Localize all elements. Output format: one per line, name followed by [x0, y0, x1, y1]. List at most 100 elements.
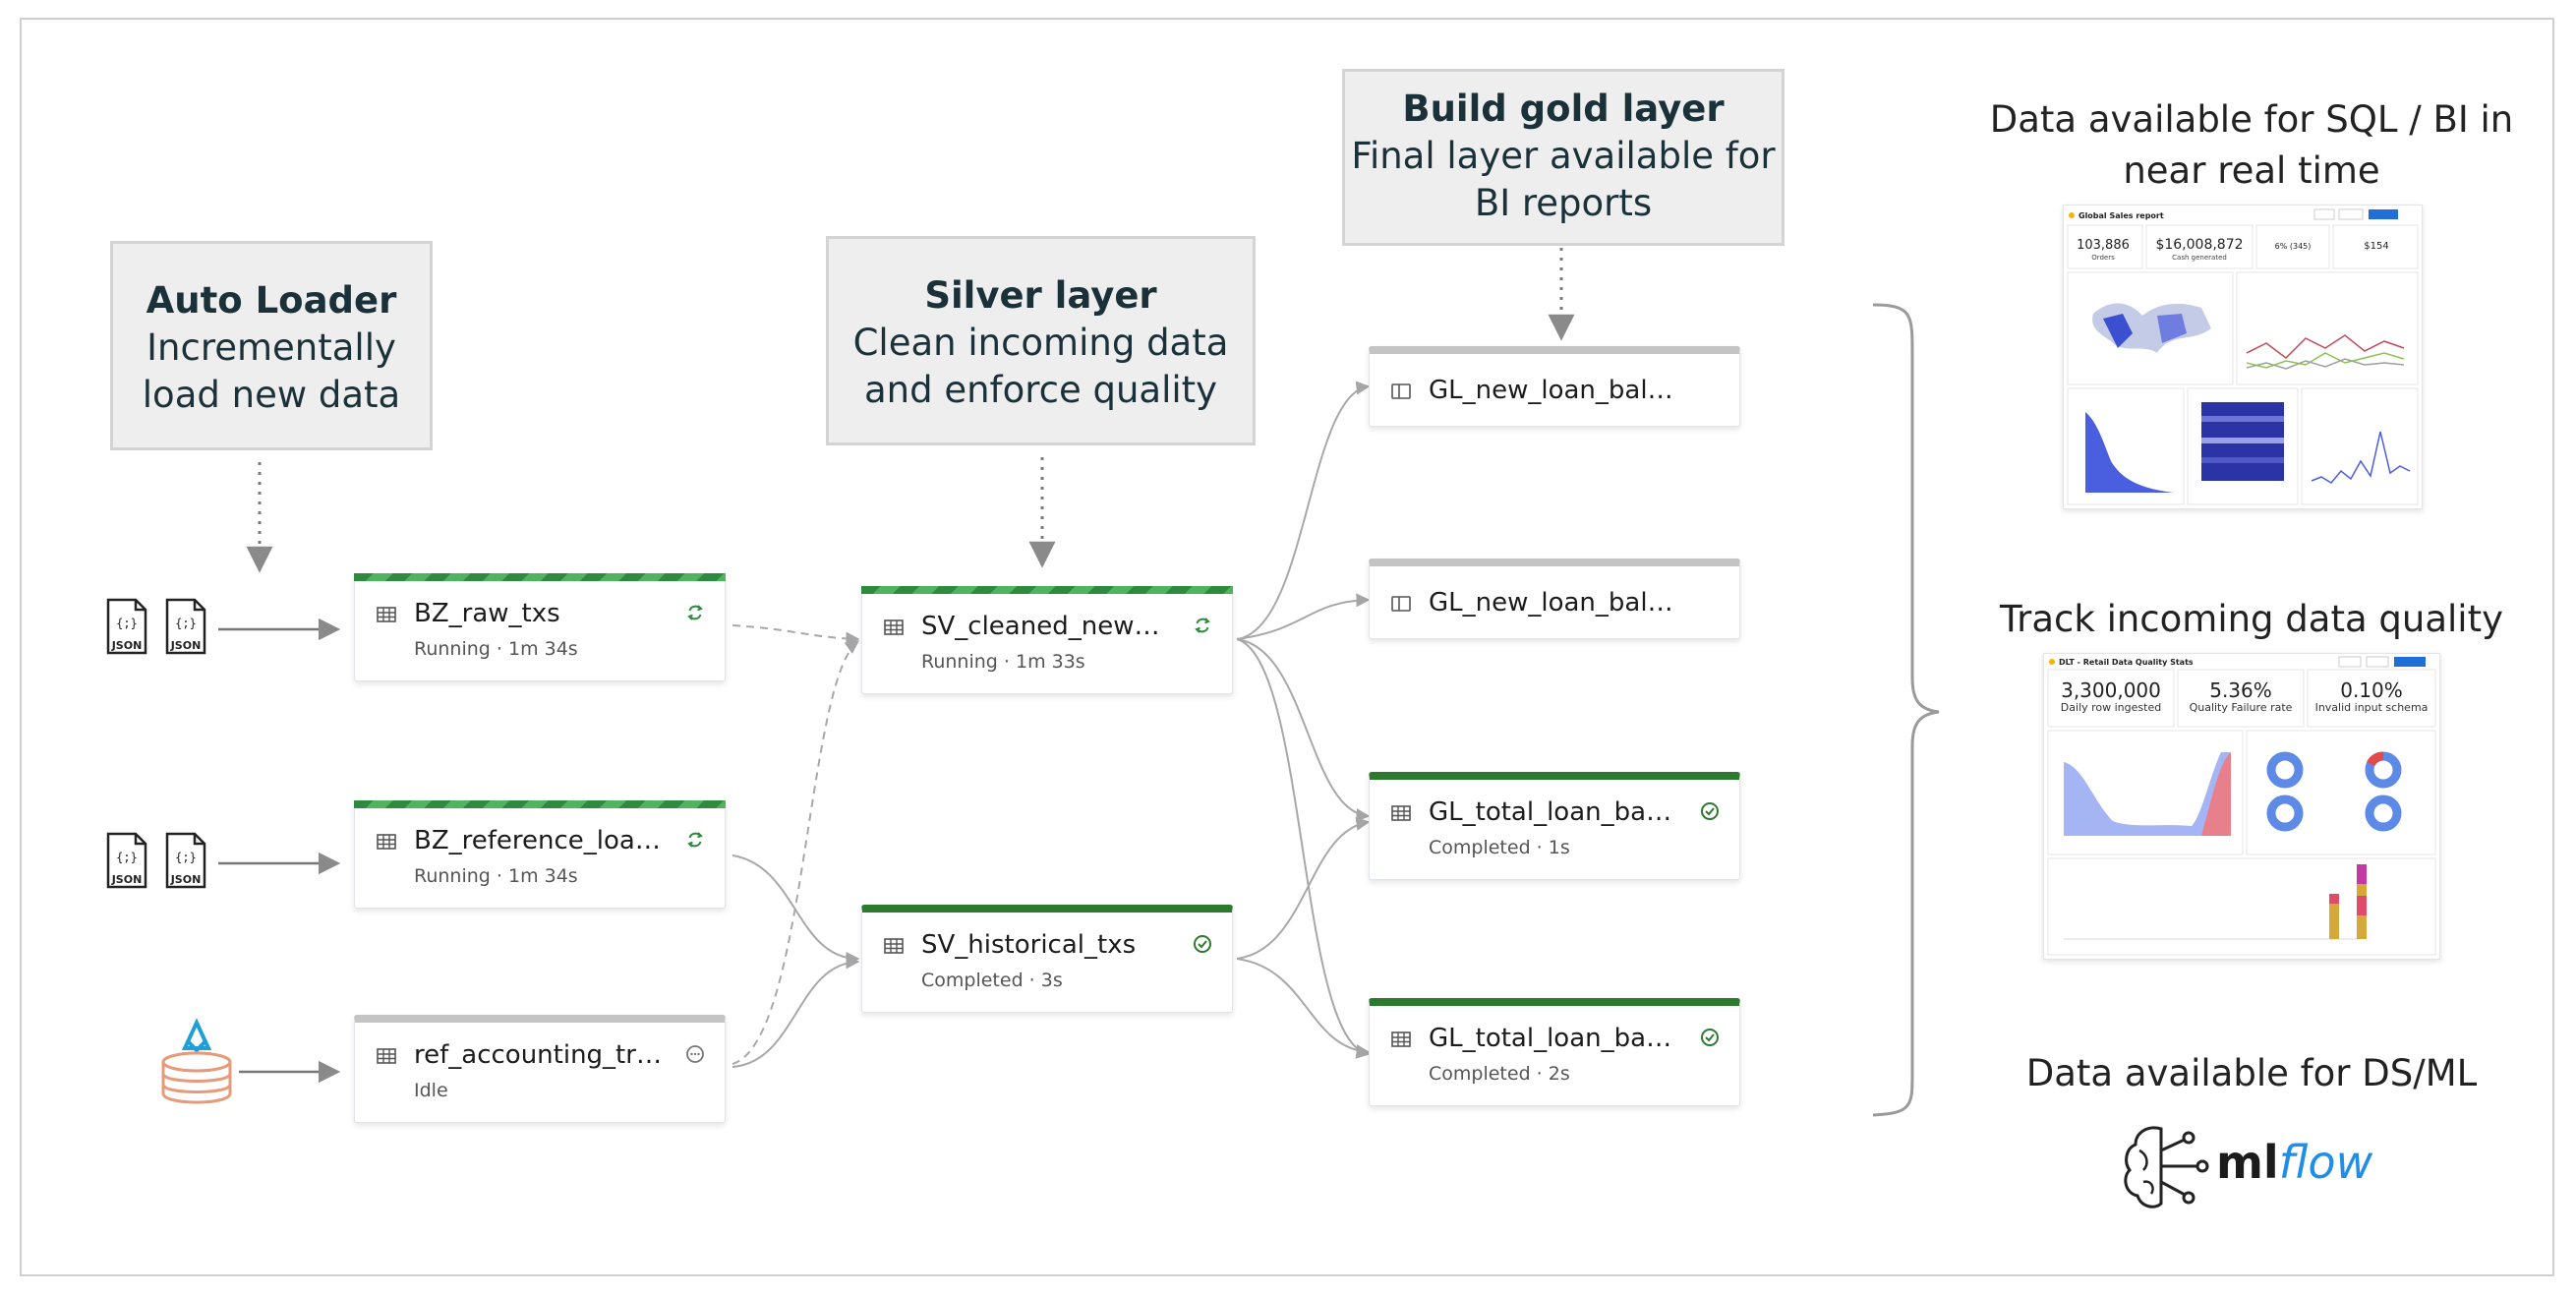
svg-text:{;}: {;} [116, 617, 138, 630]
svg-text:$16,008,872: $16,008,872 [2155, 237, 2243, 253]
node-status: Completed · 3s [921, 970, 1063, 991]
mlflow-logo-ml: ml [2216, 1136, 2279, 1189]
svg-text:6% (345): 6% (345) [2275, 242, 2312, 251]
node-name: GL_new_loan_bal… [1429, 376, 1673, 405]
sales-report-thumbnail[interactable]: Global Sales report 103,886 Orders $16,0… [2063, 205, 2423, 509]
callout-title: Auto Loader [146, 279, 397, 322]
brain-icon [2124, 1126, 2209, 1208]
view-icon [1391, 383, 1411, 399]
edge-ref-to-cleaned [732, 640, 860, 1065]
diagram-frame [20, 18, 2554, 1276]
check-circle-icon [1700, 801, 1720, 821]
quality-title: Track incoming data quality [2000, 598, 2503, 640]
table-icon [884, 619, 904, 635]
edge-cleaned-to-gl3 [1236, 638, 1371, 822]
table-icon [377, 607, 396, 622]
node-status: Running · 1m 34s [414, 865, 578, 887]
svg-text:Global Sales report: Global Sales report [2078, 211, 2164, 220]
edge-cleaned-to-gl2 [1236, 593, 1371, 640]
edge-raw-to-cleaned [732, 624, 860, 646]
check-circle-icon [1193, 934, 1212, 954]
json-label: JSON [170, 873, 202, 886]
node-name: GL_new_loan_bal… [1429, 588, 1673, 618]
view-icon [1391, 596, 1411, 612]
callout-title: Silver layer [924, 274, 1157, 317]
node-name: ref_accounting_tr… [414, 1040, 662, 1070]
quality-report-thumbnail[interactable]: DLT - Retail Data Quality Stats 3,300,00… [2043, 653, 2440, 960]
node-name: SV_cleaned_new… [921, 612, 1160, 641]
pipeline-node[interactable]: ref_accounting_tr… Idle [354, 1015, 726, 1123]
check-circle-icon [1700, 1028, 1720, 1047]
svg-text:103,886: 103,886 [2077, 238, 2130, 253]
edge-cleaned-to-gl1 [1236, 381, 1371, 640]
svg-text:Quality Failure rate: Quality Failure rate [2190, 701, 2293, 714]
svg-text:Invalid input schema: Invalid input schema [2315, 701, 2429, 714]
svg-text:0.10%: 0.10% [2340, 678, 2403, 702]
table-icon [377, 834, 396, 850]
ml-title: Data available for DS/ML [2025, 1052, 2478, 1094]
json-label: JSON [111, 639, 143, 652]
table-icon [1391, 805, 1411, 821]
svg-text:DLT - Retail Data Quality Stat: DLT - Retail Data Quality Stats [2059, 658, 2194, 667]
svg-text:Daily row ingested: Daily row ingested [2061, 701, 2161, 714]
svg-text:3,300,000: 3,300,000 [2061, 678, 2161, 702]
node-name: BZ_reference_loa… [414, 826, 661, 855]
idle-dots-icon [685, 1044, 705, 1064]
quality-report-preview: DLT - Retail Data Quality Stats 3,300,00… [2047, 656, 2436, 956]
svg-text:5.36%: 5.36% [2209, 678, 2272, 702]
pipeline-node[interactable]: BZ_reference_loa… Running · 1m 34s [354, 800, 726, 909]
svg-text:$154: $154 [2364, 241, 2388, 252]
auto-loader-callout: Auto Loader Incrementally load new data [110, 241, 433, 450]
brace-icon [1872, 303, 1940, 1117]
edge-cleaned-to-gl4 [1236, 638, 1371, 1059]
refresh-icon [1193, 616, 1212, 635]
silver-layer-callout: Silver layer Clean incoming data and enf… [826, 236, 1256, 445]
callout-sub: Clean incoming data [852, 322, 1229, 365]
table-icon [377, 1048, 396, 1064]
pipeline-node[interactable]: GL_new_loan_bal… [1369, 559, 1740, 639]
node-status: Completed · 2s [1429, 1063, 1570, 1085]
edge-hist-to-gl4 [1236, 958, 1371, 1058]
json-label: JSON [170, 639, 202, 652]
refresh-icon [685, 830, 705, 850]
callout-sub: and enforce quality [863, 369, 1218, 412]
node-status: Running · 1m 34s [414, 638, 578, 660]
pipeline-node[interactable]: SV_cleaned_new… Running · 1m 33s [861, 586, 1233, 694]
edge-refloa-to-hist [732, 854, 860, 966]
edge-hist-to-gl3 [1236, 816, 1371, 960]
node-name: GL_total_loan_ba… [1429, 797, 1672, 827]
json-sources-top: {;} JSON {;} JSON [106, 598, 206, 655]
json-file-icon: {;} [165, 832, 206, 889]
node-name: GL_total_loan_ba… [1429, 1024, 1672, 1053]
pipeline-node[interactable]: GL_total_loan_ba… Completed · 2s [1369, 998, 1740, 1106]
sql-bi-title-line1: Data available for SQL / BI in [1989, 98, 2514, 141]
node-status: Completed · 1s [1429, 837, 1570, 858]
svg-text:{;}: {;} [116, 851, 138, 864]
pipeline-node[interactable]: GL_total_loan_ba… Completed · 1s [1369, 772, 1740, 880]
json-label: JSON [111, 873, 143, 886]
callout-sub: load new data [142, 374, 401, 417]
node-status: Running · 1m 33s [921, 651, 1085, 673]
gold-layer-callout: Build gold layer Final layer available f… [1342, 69, 1785, 246]
json-sources-middle: {;} JSON {;} JSON [106, 832, 206, 889]
json-file-icon: {;} [106, 832, 147, 889]
svg-text:Orders: Orders [2091, 254, 2115, 262]
table-icon [1391, 1031, 1411, 1047]
svg-text:{;}: {;} [175, 851, 197, 864]
sql-bi-title: Data available for SQL / BI in near real… [1976, 94, 2527, 197]
sql-bi-title-line2: near real time [2123, 148, 2380, 192]
pipeline-node[interactable]: GL_new_loan_bal… [1369, 346, 1740, 427]
callout-sub: BI reports [1474, 182, 1653, 225]
json-file-icon: {;} [106, 598, 147, 655]
json-file-icon: {;} [165, 598, 206, 655]
refresh-icon [685, 603, 705, 622]
node-status: Idle [414, 1080, 448, 1101]
svg-text:Cash generated: Cash generated [2172, 254, 2227, 262]
callout-sub: Incrementally [146, 326, 396, 370]
edge-refacc-to-hist [732, 955, 860, 1068]
sales-report-preview: Global Sales report 103,886 Orders $16,0… [2067, 208, 2419, 505]
mlflow-logo-flow: flow [2278, 1136, 2373, 1189]
